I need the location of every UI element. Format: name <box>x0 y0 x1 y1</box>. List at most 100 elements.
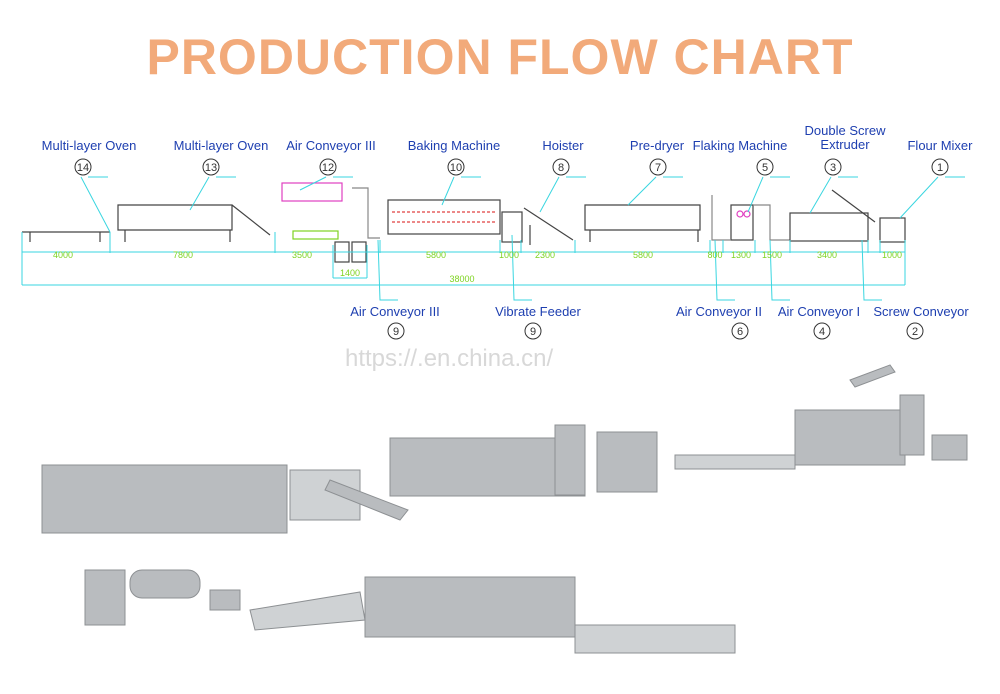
leader-line <box>511 234 532 301</box>
step-number: 9 <box>393 326 399 338</box>
label-text: Hoister <box>542 138 584 153</box>
label-text: Screw Conveyor <box>873 304 969 319</box>
number-circle <box>552 158 570 176</box>
multilayer-oven-photo <box>364 576 576 638</box>
machine-12-drawing <box>281 182 343 202</box>
leader-line <box>441 176 481 206</box>
machine-3-drawing <box>789 212 869 242</box>
number-circle <box>649 158 667 176</box>
number-circle <box>447 158 465 176</box>
step-number: 14 <box>77 162 89 174</box>
leader-line <box>899 176 965 219</box>
top-label-14: Multi-layer Oven 14 <box>42 138 137 233</box>
step-number: 1 <box>937 162 943 174</box>
air-conveyor-photo <box>84 569 126 626</box>
baking-machine-photo <box>389 437 586 497</box>
dimension-value: 1400 <box>340 268 360 278</box>
step-number: 2 <box>912 326 918 338</box>
drum-photo <box>129 569 201 599</box>
number-circle <box>813 322 831 340</box>
leader-line <box>747 176 790 213</box>
leader-line <box>189 176 236 211</box>
extruder-photo <box>794 409 906 466</box>
top-label-12: Air Conveyor III 12 <box>286 138 376 191</box>
label-text: Flour Mixer <box>907 138 973 153</box>
equipment-photos <box>41 364 968 654</box>
dimension-value: 2300 <box>535 250 555 260</box>
label-text: Baking Machine <box>408 138 501 153</box>
machine-7-drawing <box>584 204 701 242</box>
dimension-value: 5800 <box>426 250 446 260</box>
top-label-7: Pre-dryer 7 <box>627 138 685 206</box>
machine-14-drawing <box>22 231 110 242</box>
bottom-label-4: Air Conveyor I 4 <box>769 239 860 340</box>
dimension-value: 1000 <box>499 250 519 260</box>
step-number: 13 <box>205 162 217 174</box>
label-text: Air Conveyor II <box>676 304 762 319</box>
label-text: Pre-dryer <box>630 138 685 153</box>
dimension-value: 3400 <box>817 250 837 260</box>
dryer-photo <box>596 431 658 493</box>
bottom-label-9: Air Conveyor III 9 <box>350 239 440 340</box>
leader-line <box>539 176 586 213</box>
number-circle <box>756 158 774 176</box>
top-label-1: Flour Mixer 1 <box>899 138 973 219</box>
leader-line <box>80 176 111 233</box>
label-text: Multi-layer Oven <box>174 138 269 153</box>
step-number: 4 <box>819 326 825 338</box>
photo-line-upper <box>41 364 968 534</box>
machine-8-drawing <box>523 207 574 245</box>
photo-line-lower <box>84 569 736 654</box>
dimension-value: 5800 <box>633 250 653 260</box>
step-number: 12 <box>322 162 334 174</box>
label-text: Double Screw <box>805 123 887 138</box>
leader-line <box>377 239 398 301</box>
machine-1-drawing <box>879 217 906 243</box>
number-circle <box>202 158 220 176</box>
number-circle <box>74 158 92 176</box>
bottom-label-6: Air Conveyor II 6 <box>676 239 762 340</box>
number-circle <box>906 322 924 340</box>
step-number: 6 <box>737 326 743 338</box>
dimension-value: 800 <box>707 250 722 260</box>
dimension-value: 1500 <box>762 250 782 260</box>
label-text: Air Conveyor III <box>350 304 440 319</box>
step-number: 3 <box>830 162 836 174</box>
step-number: 7 <box>655 162 661 174</box>
dimension-value: 4000 <box>53 250 73 260</box>
number-circle <box>824 158 842 176</box>
machine-drawings <box>22 182 906 263</box>
dimension-value: 7800 <box>173 250 193 260</box>
label-text: Vibrate Feeder <box>495 304 581 319</box>
top-label-13: Multi-layer Oven 13 <box>174 138 269 211</box>
number-circle <box>387 322 405 340</box>
label-text: Air Conveyor III <box>286 138 376 153</box>
leader-line <box>861 239 882 301</box>
oven-photo <box>41 464 288 534</box>
label-text: Air Conveyor I <box>778 304 860 319</box>
step-number: 9 <box>530 326 536 338</box>
label-text: Extruder <box>820 137 870 152</box>
step-number: 10 <box>450 162 462 174</box>
dimension-value: 3500 <box>292 250 312 260</box>
label-text: Multi-layer Oven <box>42 138 137 153</box>
number-circle <box>931 158 949 176</box>
leader-line <box>299 176 353 191</box>
number-circle <box>319 158 337 176</box>
number-circle <box>731 322 749 340</box>
total-length: 38000 <box>449 274 474 284</box>
page-title: PRODUCTION FLOW CHART <box>146 29 854 85</box>
dimension-value: 1300 <box>731 250 751 260</box>
leader-line <box>627 176 683 206</box>
dimension-value: 1000 <box>882 250 902 260</box>
label-text: Flaking Machine <box>693 138 788 153</box>
machine-10-drawing <box>387 199 501 235</box>
watermark-text: https://.en.china.cn/ <box>345 345 553 372</box>
machine-5-drawing <box>730 204 754 241</box>
dimension-lines <box>21 232 906 286</box>
